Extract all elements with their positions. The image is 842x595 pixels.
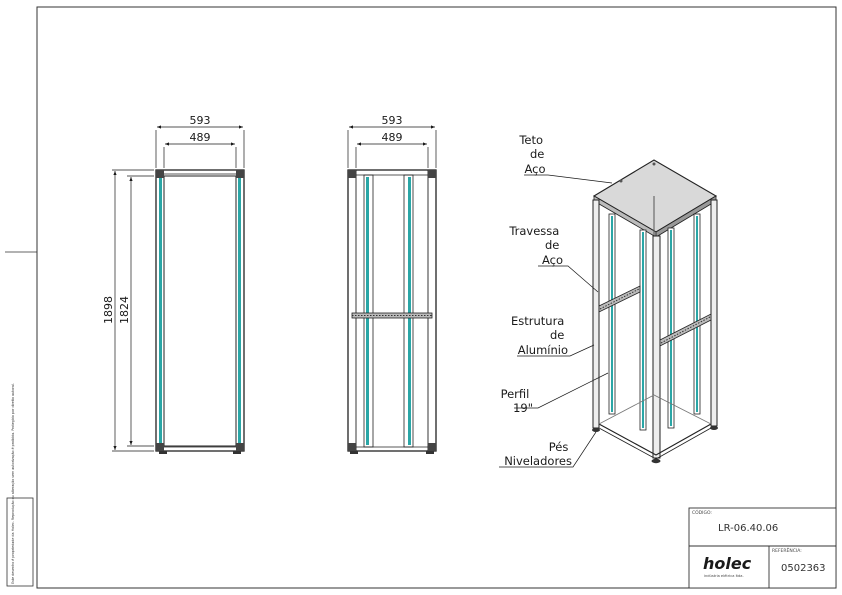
reference-number: 0502363	[781, 563, 826, 574]
callout-crossbar-line-2: de	[545, 238, 559, 252]
callout-steel-roof: Teto de Aço	[518, 133, 613, 184]
callout-roof-line-1: Teto	[518, 133, 543, 147]
front-inner-width-label: 489	[190, 131, 211, 144]
callout-steel-crossbar: Travessa de Aço	[508, 224, 599, 293]
svg-text:Travessa de Aço: Travessa de Aço	[508, 224, 563, 267]
isometric-view	[592, 159, 718, 464]
front-overall-height-label: 1898	[102, 296, 115, 324]
callout-crossbar-line-1: Travessa	[508, 224, 559, 238]
front-dim-inner-height: 1824	[118, 175, 154, 447]
callout-roof-line-3: Aço	[524, 162, 545, 176]
drawing-code: LR-06.40.06	[718, 523, 778, 534]
callout-aluminum-structure: Estrutura de Alumínio	[511, 314, 595, 357]
side-view	[347, 169, 437, 454]
callout-profile-line-1: Perfil	[501, 387, 530, 401]
callout-crossbar-line-3: Aço	[542, 253, 563, 267]
side-rail-1	[366, 177, 369, 445]
iso-rail-2	[642, 232, 644, 428]
iso-rail-1	[611, 216, 613, 412]
callout-19-profile: Perfil 19"	[501, 372, 609, 415]
svg-text:Estrutura de Alumí: Estrutura de Alumínio	[511, 314, 568, 357]
side-rail-2	[408, 177, 411, 445]
front-view	[155, 169, 245, 454]
side-dim-inner-width: 489	[355, 131, 429, 168]
side-overall-width-label: 593	[382, 114, 403, 127]
front-rail-left	[159, 178, 162, 443]
title-block: CÓDIGO: LR-06.40.06 REFERÊNCIA: 0502363 …	[688, 507, 837, 589]
front-inner-height-label: 1824	[118, 296, 131, 324]
front-rail-right	[238, 178, 241, 443]
company-logo: holec	[703, 554, 752, 573]
side-note-text: Este desenho é propriedade da Holec. Rep…	[11, 383, 15, 584]
front-dim-overall-height: 1898	[102, 169, 154, 452]
reference-label: REFERÊNCIA:	[772, 546, 802, 554]
front-dim-overall-width: 593	[155, 114, 245, 168]
callout-feet-line-1: Pés	[549, 440, 569, 454]
svg-text:Teto de Aço: Teto de Aço	[518, 133, 548, 176]
iso-rail-3	[670, 230, 672, 426]
svg-text:Perfil 19": Perfil 19"	[501, 387, 533, 415]
callout-structure-line-1: Estrutura	[511, 314, 564, 328]
company-tagline: indústria elétrica ltda.	[704, 574, 744, 578]
side-note: Este desenho é propriedade da Holec. Rep…	[6, 383, 34, 587]
front-overall-width-label: 593	[190, 114, 211, 127]
front-dim-inner-width: 489	[163, 131, 237, 168]
callout-roof-line-2: de	[530, 147, 544, 161]
callout-leveling-feet: Pés Niveladores	[499, 431, 597, 468]
side-dim-overall-width: 593	[347, 114, 437, 168]
iso-rail-4	[696, 216, 698, 412]
callout-feet-line-2: Niveladores	[504, 454, 572, 468]
callout-structure-line-2: de	[550, 328, 564, 342]
side-inner-width-label: 489	[382, 131, 403, 144]
callout-structure-line-3: Alumínio	[518, 343, 568, 357]
svg-text:Pés Niveladores: Pés Niveladores	[504, 440, 572, 468]
code-label: CÓDIGO:	[692, 509, 712, 516]
sheet-border	[36, 6, 837, 589]
